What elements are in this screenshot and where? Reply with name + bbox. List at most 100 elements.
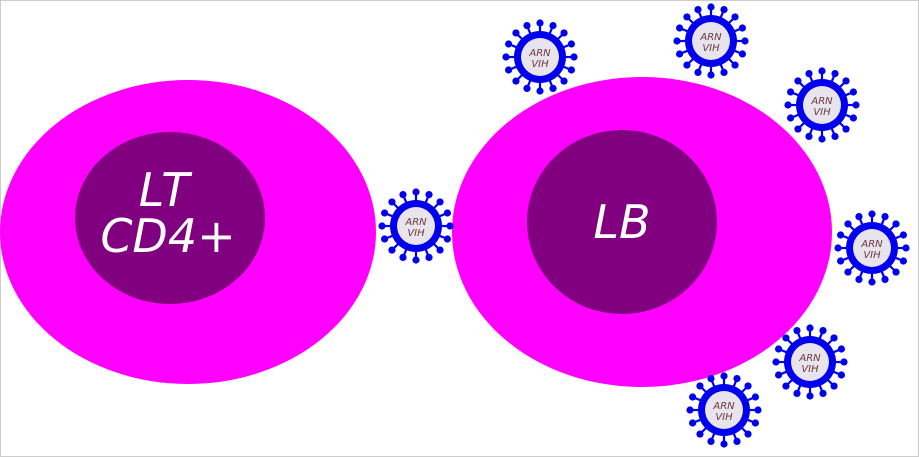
virion-spike-knob bbox=[567, 66, 576, 74]
virion-spike-knob bbox=[842, 77, 850, 85]
virion-spike-knob bbox=[892, 268, 900, 276]
virion-spike-knob bbox=[436, 198, 444, 206]
virion-spike-knob bbox=[720, 5, 728, 14]
virion-label-line1: ARN bbox=[798, 353, 821, 364]
virion-label-line1: ARN bbox=[712, 401, 735, 412]
virion-spike-knob bbox=[696, 430, 704, 438]
virion-spike-knob bbox=[443, 209, 452, 217]
virion-spike-knob bbox=[855, 212, 863, 221]
lb-nucleus bbox=[527, 130, 717, 314]
virion-spike-knob bbox=[720, 372, 728, 380]
virion-spike-knob bbox=[673, 37, 681, 45]
virion-label-line1: ARN bbox=[860, 239, 883, 250]
virion-spike-knob bbox=[380, 209, 389, 217]
hiv-virion: ARN VIH bbox=[378, 188, 454, 264]
hiv-virion: ARN VIH bbox=[686, 372, 762, 448]
virion-spike-knob bbox=[844, 220, 852, 228]
virion-spike-knob bbox=[688, 419, 697, 427]
virion-spike-knob bbox=[805, 132, 813, 141]
virion-body bbox=[686, 372, 762, 448]
virion-spike-knob bbox=[751, 393, 760, 401]
virion-spike-knob bbox=[837, 371, 846, 379]
virion-label-line2: VIH bbox=[531, 59, 549, 70]
virion-spike-knob bbox=[831, 132, 839, 141]
virion-label-line2: VIH bbox=[702, 43, 720, 54]
virion-spike-knob bbox=[504, 40, 513, 48]
virion-spike-knob bbox=[683, 61, 691, 69]
virion-spike-knob bbox=[707, 437, 715, 446]
virion-spike-knob bbox=[782, 334, 790, 342]
virion-label-line2: VIH bbox=[863, 250, 881, 261]
virion-spike-knob bbox=[523, 21, 531, 30]
virion-spike-knob bbox=[881, 275, 889, 284]
virion-spike-knob bbox=[720, 68, 728, 77]
virion-label-line1: ARN bbox=[810, 96, 833, 107]
virion-spike-knob bbox=[806, 324, 814, 332]
virion-spike-knob bbox=[504, 66, 513, 74]
virion-spike-knob bbox=[512, 77, 520, 85]
virion-label-line1: ARN bbox=[404, 217, 427, 228]
virion-spike-knob bbox=[686, 406, 694, 414]
virion-spike-knob bbox=[388, 246, 396, 254]
hiv-virions: ARN VIH ARN VIH ARN VIH ARN VIH ARN VIH … bbox=[378, 3, 910, 448]
virion-spike-knob bbox=[694, 68, 702, 77]
virion-spike-knob bbox=[855, 275, 863, 284]
lb-label: LB bbox=[593, 195, 650, 249]
virion-spike-knob bbox=[675, 24, 684, 32]
virion-spike-knob bbox=[849, 88, 858, 96]
hiv-virion: ARN VIH bbox=[673, 3, 749, 79]
virion-spike-knob bbox=[786, 88, 795, 96]
virion-spike-knob bbox=[744, 382, 752, 390]
lt-cd4-cell: LT CD4+ bbox=[0, 80, 376, 384]
hiv-virion: ARN VIH bbox=[784, 67, 860, 143]
virion-spike-knob bbox=[733, 437, 741, 446]
virion-spike-knob bbox=[836, 257, 845, 265]
virion-spike-knob bbox=[805, 69, 813, 78]
virion-spike-knob bbox=[380, 235, 389, 243]
virion-spike-knob bbox=[707, 3, 715, 11]
virion-spike-knob bbox=[738, 24, 747, 32]
virion-spike-knob bbox=[443, 235, 452, 243]
virion-spike-knob bbox=[794, 77, 802, 85]
virion-spike-knob bbox=[731, 61, 739, 69]
virion-spike-knob bbox=[412, 188, 420, 196]
virion-spike-knob bbox=[849, 114, 858, 122]
virion-core bbox=[853, 229, 891, 267]
virion-spike-knob bbox=[772, 358, 780, 366]
virion-core bbox=[397, 207, 435, 245]
virion-spike-knob bbox=[840, 358, 848, 366]
virion-spike-knob bbox=[536, 87, 544, 95]
virion-core bbox=[692, 22, 730, 60]
lt-cd4-label-line2: CD4+ bbox=[100, 209, 235, 263]
virion-core bbox=[705, 391, 743, 429]
virion-label-line2: VIH bbox=[407, 228, 425, 239]
virion-spike-knob bbox=[707, 71, 715, 79]
hiv-virion: ARN VIH bbox=[834, 210, 910, 286]
virion-spike-knob bbox=[744, 430, 752, 438]
virion-spike-knob bbox=[868, 210, 876, 218]
virion-spike-knob bbox=[786, 114, 795, 122]
lt-cd4-nucleus bbox=[75, 132, 265, 304]
virion-spike-knob bbox=[902, 244, 910, 252]
virion-spike-knob bbox=[733, 374, 741, 383]
virion-spike-knob bbox=[688, 393, 697, 401]
virion-spike-knob bbox=[818, 135, 826, 143]
virion-spike-knob bbox=[751, 419, 760, 427]
hiv-virion: ARN VIH bbox=[772, 324, 848, 400]
virion-spike-knob bbox=[806, 392, 814, 400]
virion-spike-knob bbox=[774, 371, 783, 379]
virion-core bbox=[803, 86, 841, 124]
virion-spike-knob bbox=[793, 389, 801, 398]
virion-label-line2: VIH bbox=[801, 364, 819, 375]
virion-spike-knob bbox=[412, 256, 420, 264]
virion-spike-knob bbox=[793, 326, 801, 335]
virion-spike-knob bbox=[399, 253, 407, 262]
virion-spike-knob bbox=[731, 13, 739, 21]
virion-core bbox=[791, 343, 829, 381]
virion-spike-knob bbox=[436, 246, 444, 254]
virion-spike-knob bbox=[852, 101, 860, 109]
lb-cell: LB bbox=[452, 77, 832, 387]
virion-spike-knob bbox=[774, 345, 783, 353]
virion-spike-knob bbox=[549, 84, 557, 93]
